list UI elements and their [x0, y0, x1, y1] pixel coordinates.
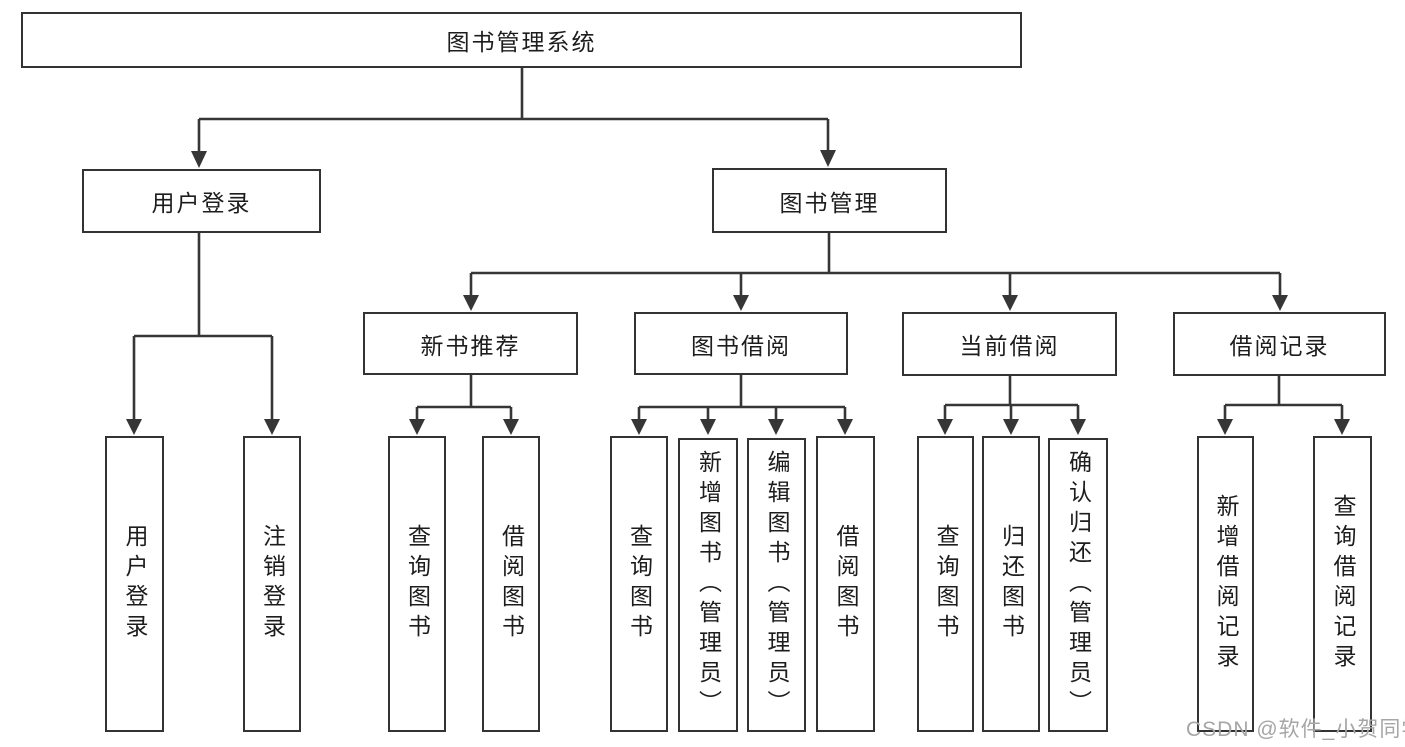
node-borrow-books-recommend: 借阅图书 — [482, 436, 540, 732]
arrow-a1 — [409, 419, 425, 435]
node-query-books-recommend: 查询图书 — [388, 436, 446, 732]
node-edit-books-admin: 编辑图书（管理员） — [747, 438, 806, 732]
node-label: 查询图书 — [933, 524, 959, 644]
node-label: 新增借阅记录 — [1213, 494, 1239, 674]
node-label: 编辑图书（管理员） — [764, 450, 790, 720]
node-label: 图书管理 — [779, 189, 880, 216]
arrow-book-mgmt — [820, 150, 836, 167]
arrow-c1 — [937, 419, 953, 435]
arrow-new-book — [463, 295, 479, 311]
arrow-user-login — [191, 151, 207, 168]
watermark: CSDN @软件_小贺同学 — [1186, 718, 1405, 741]
node-label: 用户登录 — [122, 524, 148, 644]
arrow-logout-leaf — [264, 419, 280, 435]
node-current-borrowing: 当前借阅 — [902, 312, 1117, 376]
arrow-book-borrow — [733, 295, 749, 311]
node-query-books-borrowing: 查询图书 — [610, 436, 668, 732]
arrow-current-borrow — [1002, 295, 1018, 311]
node-label: 查询图书 — [404, 524, 431, 644]
arrow-d2 — [1334, 419, 1350, 435]
node-label: 借阅图书 — [498, 524, 525, 644]
node-return-books: 归还图书 — [982, 436, 1040, 732]
arrow-b4 — [837, 419, 853, 435]
arrow-login-leaf — [126, 419, 142, 435]
node-user-login-leaf: 用户登录 — [105, 436, 164, 732]
arrow-c2 — [1003, 419, 1019, 435]
node-query-borrow-record: 查询借阅记录 — [1313, 436, 1372, 732]
node-user-login-branch: 用户登录 — [82, 169, 321, 233]
node-label: 借阅图书 — [833, 524, 859, 644]
node-library-system: 图书管理系统 — [21, 12, 1022, 68]
node-label: 用户登录 — [151, 190, 252, 216]
node-add-books-admin: 新增图书（管理员） — [678, 438, 738, 732]
arrow-c3 — [1070, 419, 1086, 435]
node-confirm-return-admin: 确认归还（管理员） — [1048, 438, 1108, 732]
node-new-book-recommend: 新书推荐 — [363, 312, 578, 375]
node-label: 图书借阅 — [691, 332, 791, 359]
node-label: 图书管理系统 — [446, 29, 597, 55]
arrow-b2 — [700, 419, 716, 435]
node-logout: 注销登录 — [243, 436, 301, 732]
arrow-b3 — [768, 419, 784, 435]
arrow-a2 — [503, 419, 519, 435]
node-book-management: 图书管理 — [712, 168, 947, 233]
node-label: 查询借阅记录 — [1330, 494, 1356, 674]
node-query-books-current: 查询图书 — [917, 436, 974, 732]
arrow-borrow-records — [1272, 295, 1288, 311]
node-label: 注销登录 — [259, 524, 286, 644]
node-borrowing-records: 借阅记录 — [1173, 312, 1386, 376]
node-label: 归还图书 — [998, 524, 1025, 644]
node-label: 当前借阅 — [959, 333, 1060, 359]
node-label: 确认归还（管理员） — [1065, 450, 1092, 720]
arrow-b1 — [631, 419, 647, 435]
node-label: 查询图书 — [626, 524, 653, 644]
node-label: 借阅记录 — [1229, 333, 1330, 359]
node-add-borrow-record: 新增借阅记录 — [1197, 436, 1254, 732]
node-borrow-books-borrowing: 借阅图书 — [816, 436, 875, 732]
arrow-d1 — [1217, 419, 1233, 435]
node-label: 新增图书（管理员） — [695, 450, 722, 720]
node-label: 新书推荐 — [420, 332, 521, 359]
node-book-borrowing: 图书借阅 — [634, 312, 848, 375]
